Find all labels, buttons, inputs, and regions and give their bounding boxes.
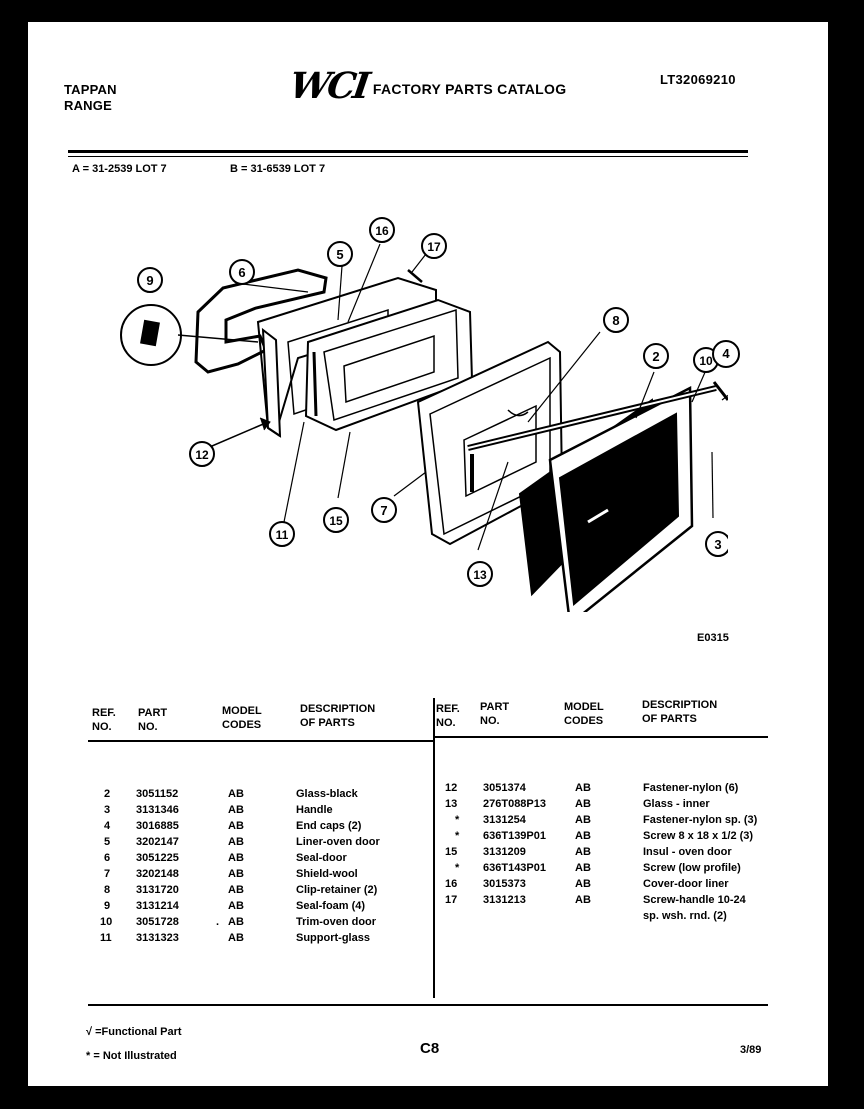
door-seal bbox=[194, 268, 328, 374]
page-date: 3/89 bbox=[740, 1044, 762, 1056]
svg-text:15: 15 bbox=[329, 514, 343, 528]
wci-logo: WCI bbox=[287, 65, 370, 107]
svg-text:9: 9 bbox=[146, 273, 153, 288]
catalog-page: TAPPAN RANGE WCI FACTORY PARTS CATALOG L… bbox=[28, 22, 828, 1086]
legend-not-illustrated: * = Not Illustrated bbox=[86, 1050, 177, 1062]
callout-15: 15 bbox=[323, 507, 349, 533]
diagram-code: E0315 bbox=[697, 632, 729, 644]
svg-text:6: 6 bbox=[238, 265, 245, 280]
svg-text:3: 3 bbox=[714, 537, 721, 552]
table-row: sp. wsh. rnd. (2) bbox=[643, 910, 727, 922]
header-rule-thin bbox=[68, 156, 748, 157]
callout-17: 17 bbox=[421, 233, 447, 259]
callout-5: 5 bbox=[327, 241, 353, 267]
svg-text:17: 17 bbox=[427, 240, 441, 254]
header-ref-right: REF.NO. bbox=[436, 703, 460, 729]
callout-2: 2 bbox=[643, 343, 669, 369]
header-ref-left: REF.NO. bbox=[92, 707, 116, 733]
callout-8: 8 bbox=[603, 307, 629, 333]
svg-text:5: 5 bbox=[336, 247, 343, 262]
callout-7: 7 bbox=[371, 497, 397, 523]
model-code-a: A = 31-2539 LOT 7 bbox=[72, 163, 167, 175]
header-rule-right bbox=[435, 736, 768, 738]
model-number: LT32069210 bbox=[660, 72, 736, 87]
callout-6: 6 bbox=[229, 259, 255, 285]
table-bottom-rule bbox=[88, 1004, 768, 1006]
svg-text:12: 12 bbox=[195, 448, 209, 462]
callout-12: 12 bbox=[189, 441, 215, 467]
svg-text:2: 2 bbox=[652, 349, 659, 364]
callout-3: 3 bbox=[705, 531, 728, 557]
svg-text:16: 16 bbox=[375, 224, 389, 238]
page-code: C8 bbox=[420, 1040, 440, 1057]
product-type: RANGE bbox=[64, 98, 112, 113]
exploded-door-diagram: 9 6 5 16 17 8 2 10 12 11 15 7 13 3 bbox=[120, 217, 728, 612]
svg-text:7: 7 bbox=[380, 503, 387, 518]
header-rule-thick bbox=[68, 150, 748, 153]
callout-4-badge: 4 bbox=[712, 340, 740, 368]
model-code-b: B = 31-6539 LOT 7 bbox=[230, 163, 326, 175]
handle-screw bbox=[407, 269, 423, 283]
callouts: 9 6 5 16 17 8 2 10 12 11 15 7 13 3 bbox=[137, 217, 728, 587]
svg-text:10: 10 bbox=[699, 354, 713, 368]
svg-text:13: 13 bbox=[473, 568, 487, 582]
callout-10: 10 bbox=[693, 347, 719, 373]
brand: TAPPAN RANGE bbox=[64, 82, 117, 114]
callout-16: 16 bbox=[369, 217, 395, 243]
column-separator bbox=[433, 698, 435, 998]
legend-functional-part: √ =Functional Part bbox=[86, 1026, 182, 1038]
callout-13: 13 bbox=[467, 561, 493, 587]
seal-foam-pad bbox=[140, 319, 160, 347]
callout-11: 11 bbox=[269, 521, 295, 547]
catalog-title: FACTORY PARTS CATALOG bbox=[372, 81, 567, 97]
callout-9: 9 bbox=[137, 267, 163, 293]
brand-name: TAPPAN bbox=[64, 82, 117, 97]
svg-text:8: 8 bbox=[612, 313, 619, 328]
catalog-header: WCI FACTORY PARTS CATALOG bbox=[287, 65, 567, 107]
svg-text:11: 11 bbox=[276, 528, 289, 542]
header-rule-left bbox=[88, 740, 433, 742]
